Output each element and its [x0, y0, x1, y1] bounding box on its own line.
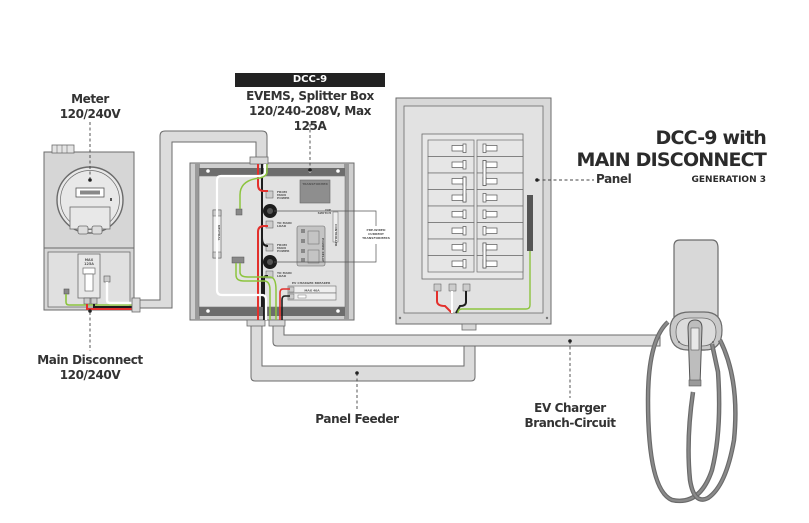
breaker-tie-bar — [482, 160, 487, 186]
breaker-handle — [451, 211, 465, 218]
breaker-handle — [484, 194, 498, 201]
title-subtitle: GENERATION 3 — [691, 175, 766, 185]
dcc9-label: DCC-9 EVEMS, Splitter Box 120/240-208V, … — [235, 73, 385, 134]
breaker-knob — [462, 226, 467, 236]
main-disconnect-label: Main Disconnect 120/240V — [22, 353, 158, 383]
ev-branch-label-line-1: EV Charger — [534, 401, 606, 415]
breaker-slot — [427, 156, 475, 174]
main-disconnect-label-line-1: Main Disconnect — [37, 353, 143, 367]
conduit-panel-feeder — [250, 324, 476, 382]
breaker-handle — [484, 227, 498, 234]
meter-enclosure — [43, 144, 135, 249]
breaker-handle — [451, 260, 465, 267]
breaker-handle — [451, 194, 465, 201]
ev-branch-circuit-label: EV Charger Branch-Circuit — [515, 401, 625, 431]
breaker-knob — [482, 209, 487, 219]
breaker-slot — [427, 172, 475, 190]
max-40a-label: MAX 40A — [304, 289, 320, 293]
breaker-knob — [482, 226, 487, 236]
title-line-1: DCC-9 with — [655, 127, 767, 149]
breaker-knob — [462, 242, 467, 252]
ev-charger-breaker-label: EV CHARGER BREAKER — [292, 281, 331, 285]
panel-label-text: Panel — [596, 172, 632, 186]
meter-label: Meter 120/240V — [50, 92, 130, 122]
diagram-title: DCC-9 with MAIN DISCONNECT GENERATION 3 — [576, 127, 766, 187]
breaker-handle — [451, 178, 465, 185]
power-relay-label: POWER RELAY — [321, 238, 325, 263]
panel-label: Panel — [596, 172, 636, 187]
breaker-handle — [484, 244, 498, 251]
breaker-slot — [427, 139, 475, 157]
pre-wired-ct-label-3: TRANSFORMERS — [362, 236, 390, 240]
controller-label: CONTROLLER — [334, 224, 338, 247]
main-disconnect-enclosure: MAX 125A — [43, 247, 141, 313]
breaker-tie-bar — [462, 176, 467, 203]
max-125a-label: MAX — [85, 258, 94, 262]
leader-lines — [89, 122, 594, 410]
breaker-slot — [427, 205, 475, 223]
breaker-handle — [484, 161, 498, 168]
breaker-handle — [484, 178, 498, 185]
max-125a-value: 125A — [84, 262, 94, 266]
breaker-handle — [451, 161, 465, 168]
ev-charger — [645, 239, 738, 504]
conduit-ev-branch — [272, 324, 661, 347]
electrical-panel — [395, 97, 552, 331]
breaker-grid — [427, 139, 524, 273]
breaker-knob — [462, 143, 467, 153]
panel-feeder-label-text: Panel Feeder — [315, 412, 399, 426]
neutral-label: NEUTRAL — [217, 225, 221, 241]
panel-feeder-label: Panel Feeder — [307, 412, 407, 427]
from-main-power-2-l2: MAIN — [277, 246, 286, 250]
main-disconnect-label-line-2: 120/240V — [59, 368, 121, 382]
from-main-power-2-l3: POWER — [277, 249, 290, 253]
to-main-load-2-l1: TO MAIN — [277, 271, 292, 275]
dip-switch-label-2: SWITCH — [318, 211, 332, 215]
from-main-power-1-l1: FROM — [277, 190, 287, 194]
from-main-power-1-l2: MAIN — [277, 193, 286, 197]
dcc9-badge: DCC-9 — [235, 73, 385, 87]
breaker-handle — [484, 211, 498, 218]
breaker-tie-bar — [482, 242, 487, 269]
breaker-handle — [451, 244, 465, 251]
breaker-slot — [427, 255, 475, 273]
dcc9-label-line-1: EVEMS, Splitter Box — [246, 89, 374, 103]
breaker-handle — [484, 145, 498, 152]
to-main-load-1-l2: LOAD — [277, 224, 287, 228]
breaker-knob — [462, 209, 467, 219]
breaker-knob — [482, 193, 487, 203]
pre-wired-ct-label-2: CURRENT — [368, 232, 385, 236]
from-main-power-2-l1: FROM — [277, 243, 287, 247]
transformer-label: TRANSFORMER — [302, 182, 328, 186]
meter-label-line-2: 120/240V — [59, 107, 121, 121]
breaker-knob — [462, 259, 467, 269]
ev-branch-label-line-2: Branch-Circuit — [524, 416, 616, 430]
dcc9-label-line-2: 120/240-208V, Max 125A — [249, 104, 371, 133]
breaker-slot — [427, 238, 475, 256]
title-line-2: MAIN DISCONNECT — [576, 149, 766, 171]
breaker-handle — [451, 145, 465, 152]
dip-switch-label-1: DIP — [325, 208, 332, 212]
breaker-knob — [462, 160, 467, 170]
breaker-knob — [482, 143, 487, 153]
pre-wired-ct-label-1: PRE-WIRED — [367, 228, 386, 232]
breaker-handle — [484, 260, 498, 267]
dcc9-box: TRANSFORMER NEUTRAL FROM MAIN POWER TO M… — [189, 156, 394, 327]
leader-dots — [88, 168, 572, 375]
to-main-load-2-l2: LOAD — [277, 274, 287, 278]
breaker-slot — [427, 222, 475, 240]
from-main-power-1-l3: POWER — [277, 196, 290, 200]
to-main-load-1-l1: TO MAIN — [277, 221, 292, 225]
breaker-handle — [451, 227, 465, 234]
meter-label-line-1: Meter — [71, 92, 109, 106]
breaker-slot — [476, 255, 524, 273]
breaker-slot — [427, 189, 475, 207]
